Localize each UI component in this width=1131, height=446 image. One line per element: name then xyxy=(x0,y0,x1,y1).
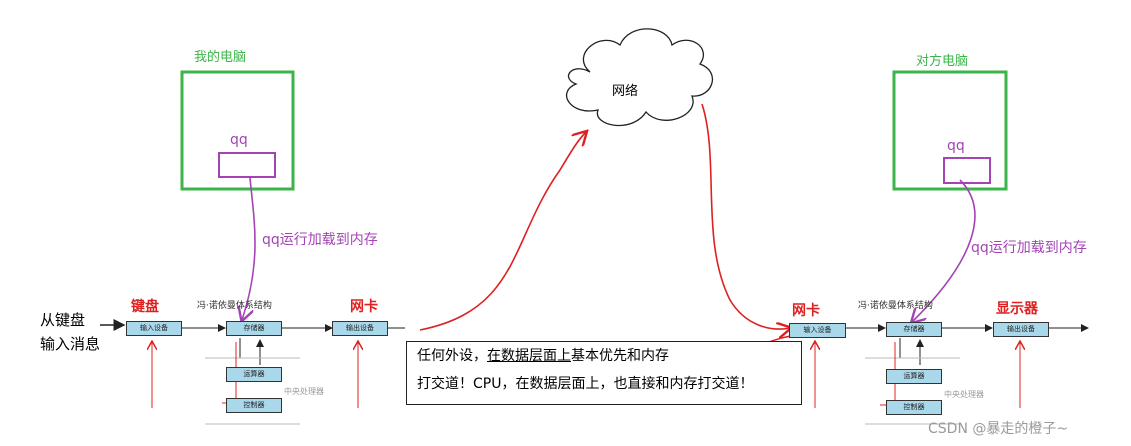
right-display-label: 显示器 xyxy=(996,301,1038,317)
input-label-line1: 从键盘 xyxy=(40,311,86,329)
nic-to-cloud-arrow xyxy=(419,132,586,331)
right-nic-label: 网卡 xyxy=(792,303,820,319)
left-arch-caption: 冯·诺依曼体系结构 xyxy=(197,301,272,311)
left-cpu-caption: 中央处理器 xyxy=(284,387,324,396)
right-output-device-box: 输出设备 xyxy=(993,322,1049,337)
left-qq-box xyxy=(218,152,276,178)
input-label-line2: 输入消息 xyxy=(40,335,101,353)
cloud-to-nic-arrow xyxy=(701,103,790,329)
left-ctrl-box: 控制器 xyxy=(226,398,282,413)
left-nic-label: 网卡 xyxy=(350,299,378,315)
note-line2: 打交道！CPU，在数据层面上，也直接和内存打交道！ xyxy=(417,376,754,392)
cloud-label: 网络 xyxy=(612,84,639,99)
right-load-note: qq运行加载到内存 xyxy=(971,240,1087,256)
note-box: 任何外设，在数据层面上基本优先和内存 打交道！CPU，在数据层面上，也直接和内存… xyxy=(406,341,802,405)
left-memory-box: 存储器 xyxy=(226,321,282,336)
right-ctrl-box: 控制器 xyxy=(886,400,942,415)
right-qq-label: qq xyxy=(947,138,965,154)
cloud-shape xyxy=(565,28,713,127)
left-load-note: qq运行加载到内存 xyxy=(262,232,378,248)
left-pc-frame xyxy=(180,70,295,191)
note-line1-a: 任何外设， xyxy=(417,348,487,364)
right-memory-box: 存储器 xyxy=(886,322,942,337)
right-pc-title: 对方电脑 xyxy=(916,54,969,69)
right-alu-box: 运算器 xyxy=(886,369,942,384)
left-load-arrow xyxy=(242,177,256,320)
left-input-device-box: 输入设备 xyxy=(126,321,182,336)
left-nic-box: 输出设备 xyxy=(332,321,388,336)
right-pc-frame xyxy=(892,70,1008,191)
left-keyboard-label: 键盘 xyxy=(131,299,159,315)
right-arch-caption: 冯·诺依曼体系结构 xyxy=(858,301,933,311)
right-cpu-caption: 中央处理器 xyxy=(944,390,984,399)
left-pc-title: 我的电脑 xyxy=(194,50,247,65)
note-line1-c: 基本优先和内存 xyxy=(571,348,669,364)
right-input-device-box: 输入设备 xyxy=(789,323,846,338)
right-load-arrow xyxy=(912,179,976,322)
csdn-watermark: CSDN @暴走的橙子~ xyxy=(928,421,1069,437)
right-qq-box xyxy=(943,157,991,184)
left-alu-box: 运算器 xyxy=(226,367,282,382)
note-line1: 任何外设，在数据层面上基本优先和内存 xyxy=(417,342,801,370)
note-line1-b: 在数据层面上 xyxy=(487,348,571,364)
left-qq-label: qq xyxy=(230,132,248,148)
